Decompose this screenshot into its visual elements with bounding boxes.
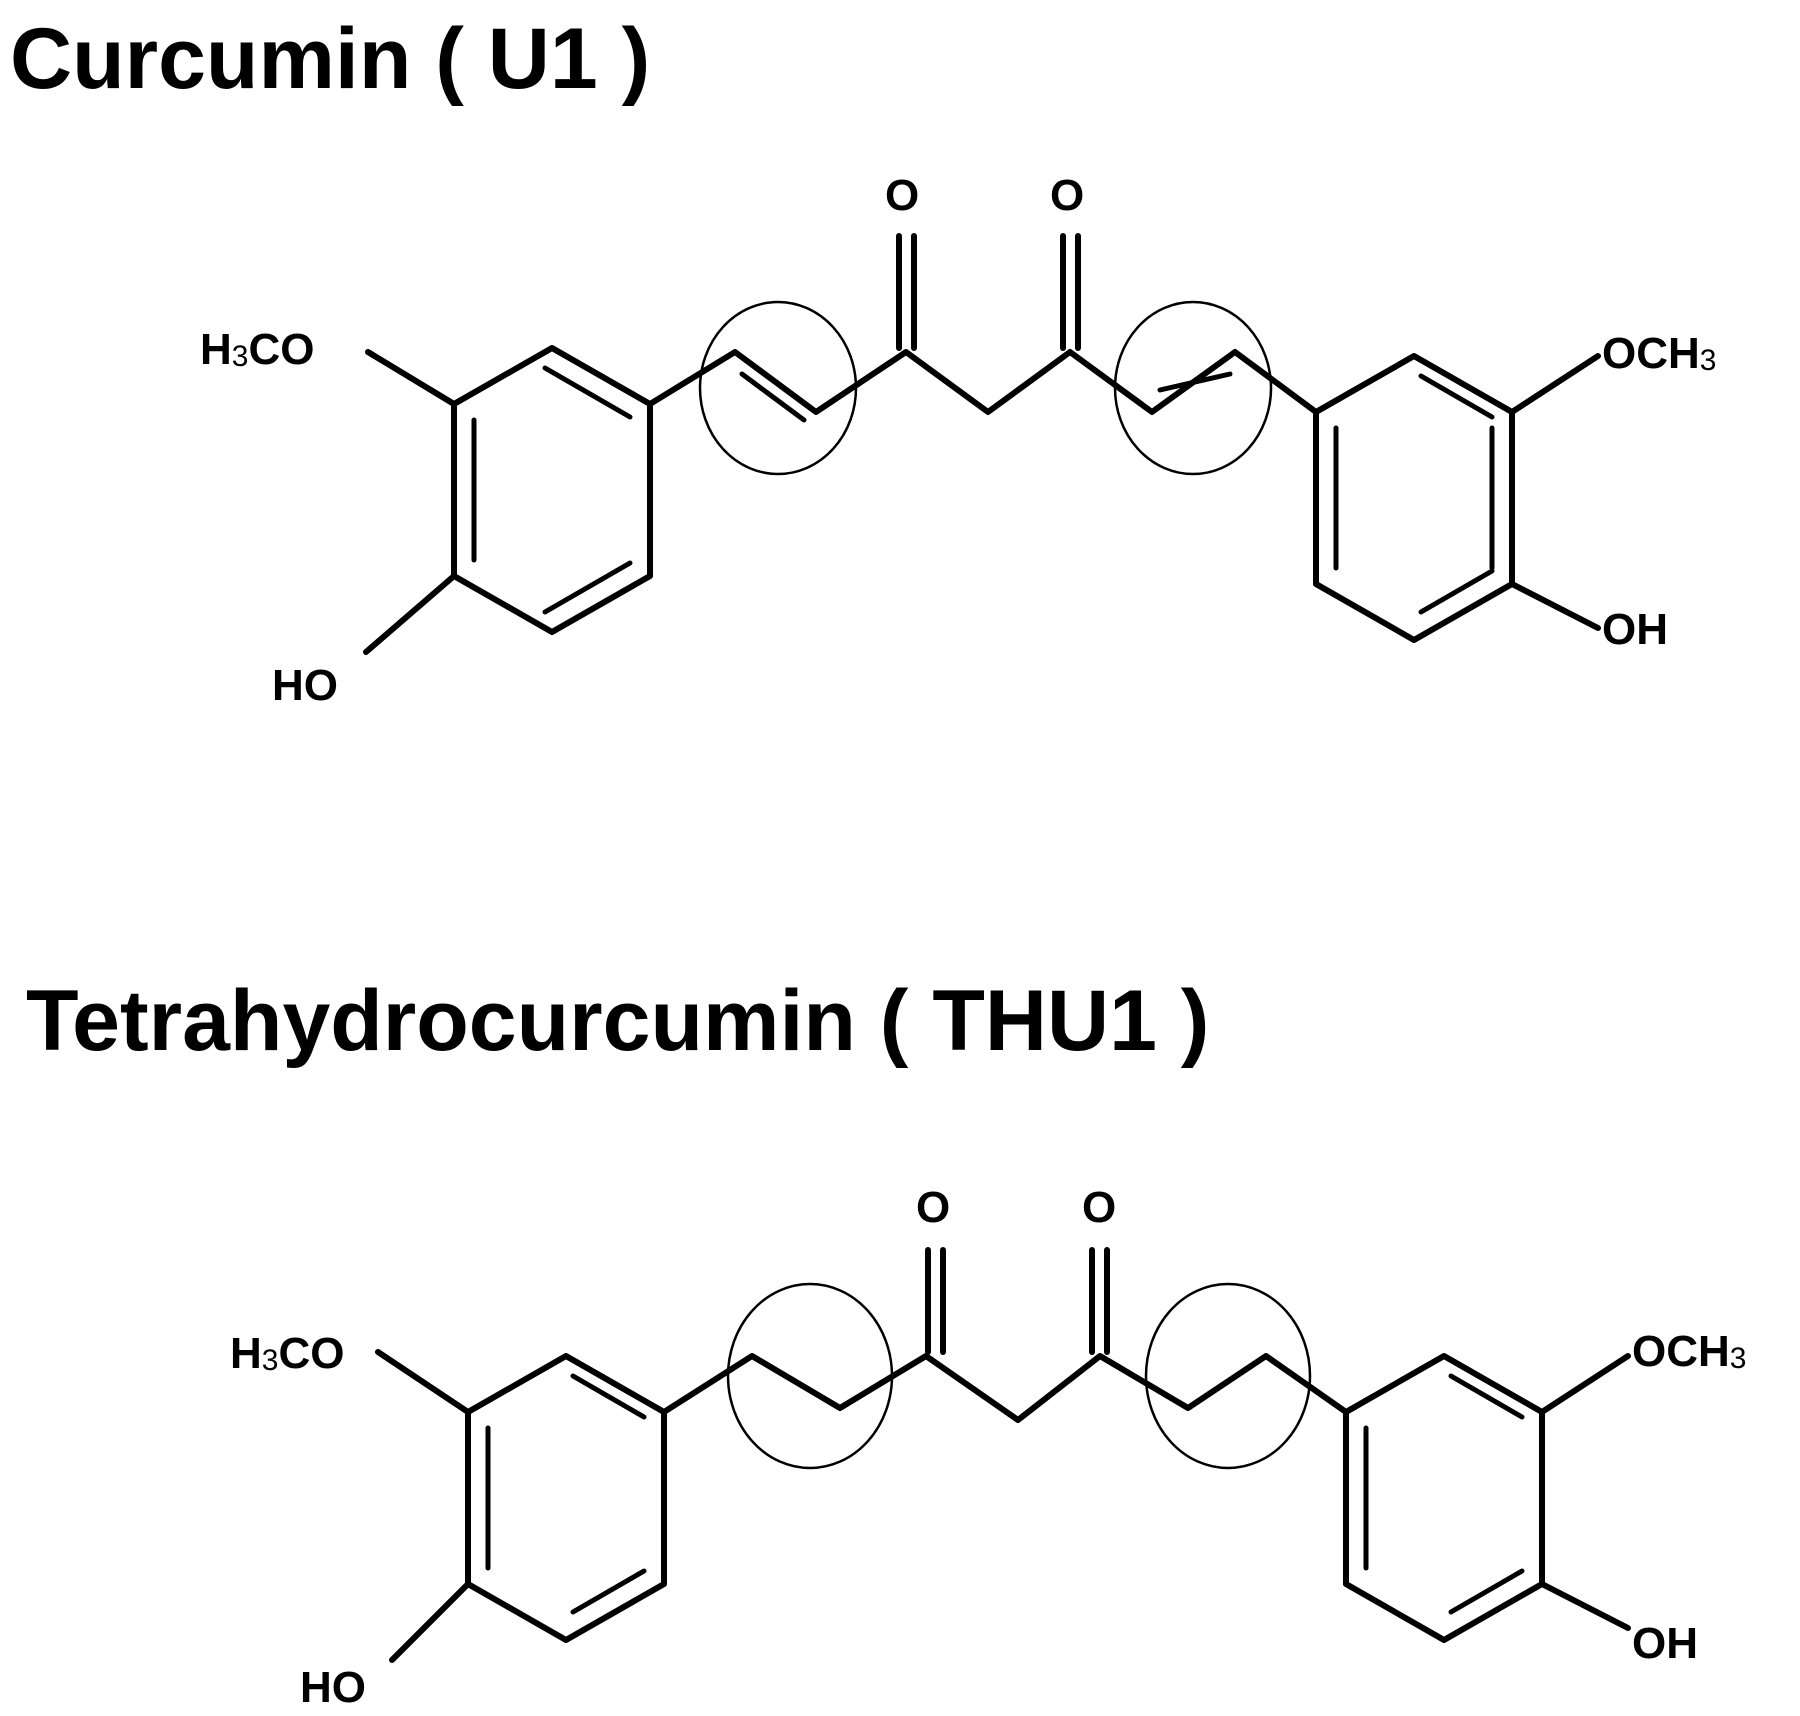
oxygen-label-right: O [1050,171,1084,220]
hydroxyl-label-right: OH [1602,605,1668,654]
methoxy-label-right: OCH3 [1632,1327,1746,1376]
right-ring-curcumin [1313,353,1515,643]
right-ring-tetrahydrocurcumin [1343,1353,1545,1643]
highlight-circles-tetrahydrocurcumin [726,1282,1312,1470]
oxygen-label-right: O [1082,1183,1116,1232]
left-substituents-tetrahydrocurcumin [375,1349,471,1663]
methoxy-label-left: H3CO [230,1329,344,1378]
oxygen-label-left: O [885,171,919,220]
atom-labels-tetrahydrocurcumin: O O H3CO HO OCH3 OH [230,1183,1746,1712]
molecule-tetrahydrocurcumin: Tetrahydrocurcumin ( THU1 ) [26,973,1746,1712]
atom-labels-curcumin: O O H3CO HO OCH3 OH [200,171,1716,710]
left-ring-tetrahydrocurcumin [465,1353,667,1643]
chain-curcumin [647,233,1319,423]
methoxy-label-left: H3CO [200,325,314,374]
molecule-curcumin: Curcumin ( U1 ) [10,11,1716,710]
hydroxyl-label-left: HO [272,661,338,710]
oxygen-label-left: O [916,1183,950,1232]
methoxy-label-right: OCH3 [1602,329,1716,378]
right-substituents-curcumin [1509,353,1601,631]
title-curcumin: Curcumin ( U1 ) [10,11,650,107]
title-tetrahydrocurcumin: Tetrahydrocurcumin ( THU1 ) [26,973,1209,1069]
right-substituents-tetrahydrocurcumin [1539,1353,1631,1631]
left-substituents-curcumin [363,349,457,655]
hydroxyl-label-left: HO [300,1663,366,1711]
chain-tetrahydrocurcumin [661,1247,1349,1423]
hydroxyl-label-right: OH [1632,1619,1698,1668]
highlight-circles-curcumin [698,300,1273,476]
left-ring-curcumin [451,345,653,635]
